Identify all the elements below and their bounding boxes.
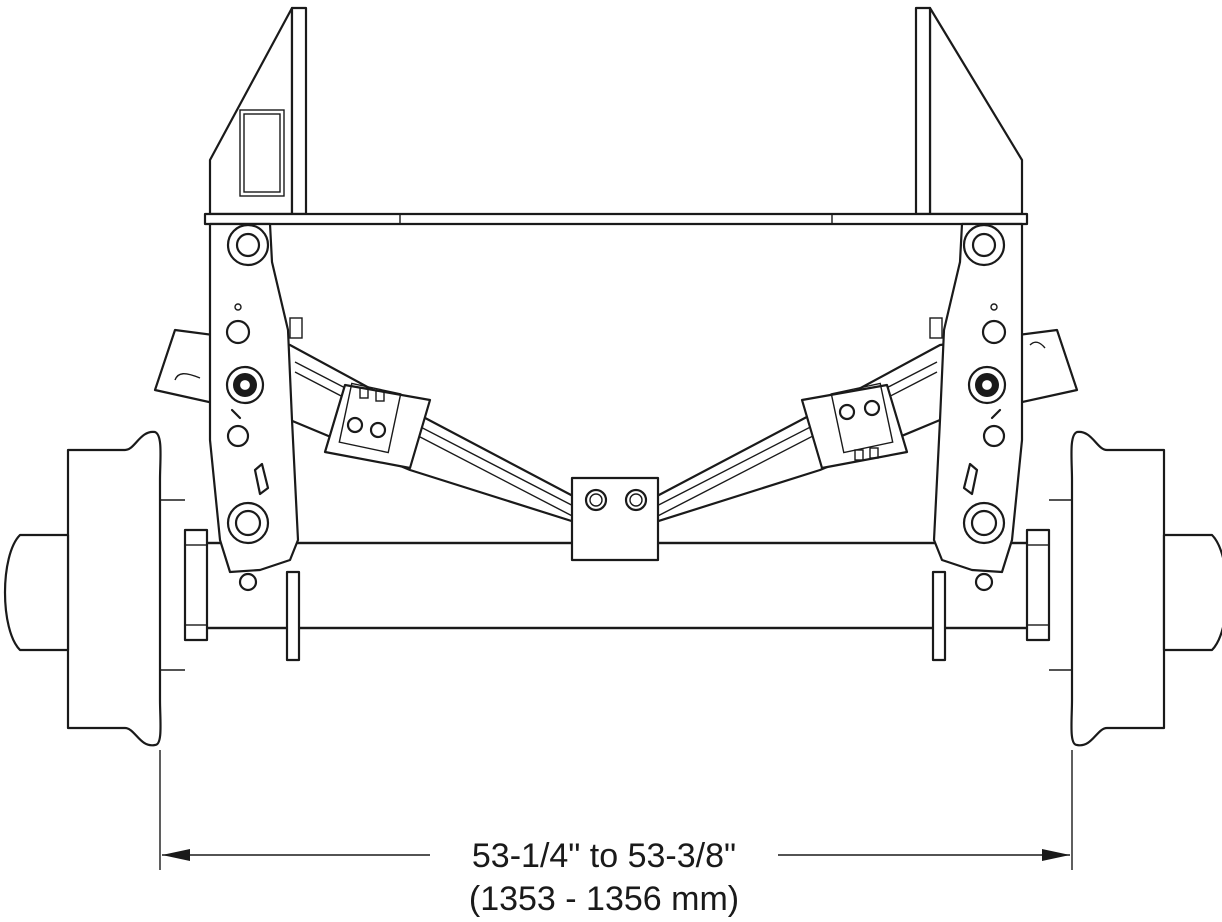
left-wheel-hub xyxy=(3,430,209,747)
right-arm-bracket xyxy=(800,382,909,470)
width-dimension: 53-1/4" to 53-3/8" (1353 - 1356 mm) xyxy=(159,750,1073,918)
left-arm-bracket xyxy=(323,382,432,470)
frame-crossmember xyxy=(203,212,1029,226)
left-arrowhead xyxy=(162,849,190,861)
dimension-metric: (1353 - 1356 mm) xyxy=(469,880,739,918)
right-link-plate xyxy=(929,222,1024,592)
right-arrowhead xyxy=(1042,849,1070,861)
dimension-imperial: 53-1/4" to 53-3/8" xyxy=(472,837,736,875)
right-frame-hanger xyxy=(914,6,1024,216)
center-clamp xyxy=(570,476,660,562)
left-spacer xyxy=(285,570,301,662)
right-spacer xyxy=(931,570,947,662)
left-frame-hanger xyxy=(208,6,308,216)
left-link-plate xyxy=(208,222,303,592)
right-wheel-hub xyxy=(1025,430,1222,747)
